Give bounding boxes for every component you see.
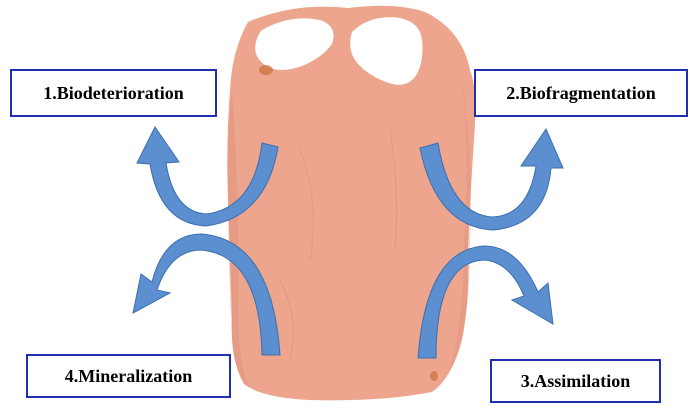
bag-stain [259,65,273,75]
bag-stain [430,371,438,381]
stage-box-biodeterioration: 1.Biodeterioration [10,69,217,117]
stage-box-assimilation: 3.Assimilation [490,359,661,403]
stage-label-mineralization: 4.Mineralization [65,366,192,387]
stage-label-biodeterioration: 1.Biodeterioration [43,83,183,104]
stage-box-mineralization: 4.Mineralization [26,354,231,398]
stage-label-biofragmentation: 2.Biofragmentation [506,83,655,104]
stage-label-assimilation: 3.Assimilation [521,371,631,392]
stage-box-biofragmentation: 2.Biofragmentation [474,69,688,117]
